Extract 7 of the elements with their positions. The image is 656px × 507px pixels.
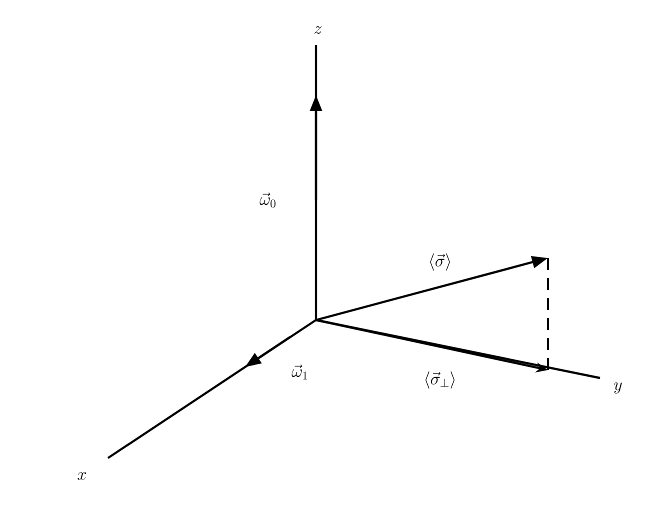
axis-label: $\vec{\omega}_1$ <box>292 364 307 380</box>
axis-label: $z$ <box>314 26 322 34</box>
axis-label: $\vec{\omega}_0$ <box>260 192 276 208</box>
axis-label: $y$ <box>614 382 622 394</box>
axis-label: $x$ <box>78 472 86 480</box>
axis-label: $\langle\vec{\sigma}_\perp\rangle$ <box>425 371 455 389</box>
axis-label: $\langle\vec{\sigma}\rangle$ <box>430 253 450 271</box>
